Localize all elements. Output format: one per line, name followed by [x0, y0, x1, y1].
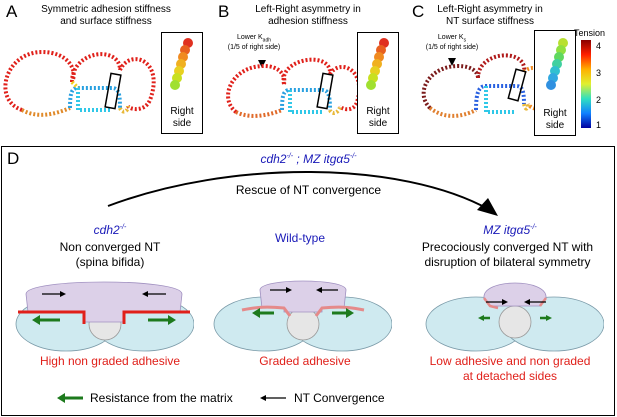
top-genotype-2-sup: -/-	[349, 153, 357, 160]
panel-c-inset-label-line2: side	[545, 120, 565, 131]
panel-a-title-line2: and surface stiffness	[60, 16, 152, 27]
panel-a-letter: A	[6, 2, 18, 21]
panel-d-frame	[1, 146, 615, 416]
panel-b-note: Lower Kadh (1/5 of right side)	[220, 34, 288, 52]
panel-a-inset-label: Right side	[162, 106, 202, 130]
panel-c-title: Left-Right asymmetry in NT surface stiff…	[420, 4, 560, 28]
panel-a-inset: Right side	[161, 32, 203, 134]
panel-b-title-line1: Left-Right asymmetry in	[255, 4, 361, 15]
panel-c-note-text: Lower K	[437, 34, 464, 41]
left-caption: High non graded adhesive	[39, 354, 181, 368]
left-description: Non converged NT (spina bifida)	[30, 240, 190, 270]
colorbar-tick-4: 4	[596, 41, 602, 51]
right-green-right-icon	[546, 315, 552, 321]
colorbar-tick-2: 2	[596, 95, 602, 105]
right-genotype-text: MZ itgα5	[483, 223, 531, 237]
rescue-arrowhead-icon	[477, 198, 498, 216]
left-embryo-schematic	[15, 281, 194, 352]
right-description: Precociously converged NT with disruptio…	[400, 240, 615, 270]
rescue-arrow	[107, 171, 498, 216]
panel-b-letter: B	[218, 2, 230, 21]
panel-a-inset-label-line2: side	[172, 118, 192, 129]
legend-green-label: Resistance from the matrix	[90, 391, 233, 405]
panel-c-inset: Right side	[534, 30, 576, 136]
panel-b-title: Left-Right asymmetry in adhesion stiffne…	[238, 4, 378, 28]
panel-c-inset-label: Right side	[535, 108, 575, 132]
mid-arrow-left-icon	[316, 287, 322, 293]
legend-black-arrow-icon	[260, 395, 286, 401]
middle-embryo-schematic	[213, 280, 392, 352]
panel-c-title-line2: NT surface stiffness	[446, 16, 534, 27]
left-genotype-sup: -/-	[119, 224, 127, 231]
right-description-line2: disruption of bilateral symmetry	[424, 255, 591, 269]
panel-b-tissue-model	[226, 57, 361, 118]
left-genotype: cdh2-/-	[40, 223, 180, 237]
mid-arrow-right-icon	[286, 287, 292, 293]
top-genotype-1: cdh2	[260, 152, 287, 166]
panel-c-arrowhead-icon	[448, 58, 456, 66]
panel-a-title-line1: Symmetric adhesion stiffness	[41, 4, 171, 15]
panel-c-note-line2: (1/5 of right side)	[425, 44, 479, 52]
panel-c-inset-label-line1: Right	[543, 108, 567, 119]
right-description-line1: Precociously converged NT with	[421, 240, 594, 254]
panel-b-inset: Right side	[357, 32, 399, 134]
panel-c-tissue-model	[421, 53, 549, 118]
left-arrow-left-icon	[142, 291, 148, 297]
left-description-line1: Non converged NT	[59, 240, 161, 254]
right-green-left-icon	[478, 315, 484, 321]
right-genotype: MZ itgα5-/-	[440, 223, 580, 237]
panel-b-note-sub: adh	[262, 37, 272, 44]
legend-green-arrow-icon	[57, 393, 83, 403]
panel-b-inset-label: Right side	[358, 106, 398, 130]
left-green-arrow-icon	[32, 315, 40, 325]
right-arrow-right-icon	[502, 299, 508, 305]
panel-b-arrowhead-icon	[258, 60, 266, 68]
colorbar-tick-3: 3	[596, 68, 602, 78]
panel-a-inset-label-line1: Right	[170, 106, 194, 117]
panel-c-inset-cells	[546, 38, 568, 90]
colorbar-title: Tension	[574, 28, 606, 38]
left-description-line2: (spina bifida)	[75, 255, 145, 269]
panel-b-inset-label-line2: side	[368, 118, 388, 129]
top-genotype-sep: ;	[293, 152, 304, 166]
mid-green-left-icon	[252, 308, 260, 318]
rescue-label: Rescue of NT convergence	[235, 183, 382, 197]
right-green-arrow-icon	[168, 315, 176, 325]
panel-a-tissue-model	[3, 49, 156, 117]
panel-b-inset-cells	[366, 38, 389, 90]
right-caption-line2: at detached sides	[462, 369, 558, 383]
panel-d-letter: D	[7, 149, 20, 168]
panel-c-letter: C	[412, 2, 425, 21]
right-genotype-sup: -/-	[530, 224, 537, 231]
panel-a-title: Symmetric adhesion stiffness and surface…	[22, 4, 190, 28]
panel-c-title-line1: Left-Right asymmetry in	[437, 4, 543, 15]
left-arrow-right-icon	[60, 291, 66, 297]
top-genotype-2: MZ itgα5	[303, 152, 350, 166]
colorbar-tick-1: 1	[596, 120, 602, 130]
middle-caption: Graded adhesive	[259, 354, 351, 368]
panel-b-inset-label-line1: Right	[366, 106, 390, 117]
mid-green-right-icon	[346, 308, 354, 318]
panel-b-title-line2: adhesion stiffness	[268, 16, 348, 27]
right-arrow-left-icon	[524, 299, 530, 305]
panel-c-note: Lower Ks (1/5 of right side)	[418, 34, 486, 52]
right-caption: Low adhesive and non graded at detached …	[405, 354, 615, 384]
legend-black-label: NT Convergence	[294, 391, 385, 405]
middle-genotype: Wild-type	[274, 231, 325, 245]
top-genotype-1-sup: -/-	[286, 153, 294, 160]
panel-b-note-text: Lower K	[236, 34, 263, 41]
top-genotype-label: cdh2-/- ; MZ itgα5-/-	[0, 152, 617, 166]
right-caption-line1: Low adhesive and non graded	[429, 354, 591, 368]
panel-a-inset-cells	[170, 38, 193, 90]
left-genotype-text: cdh2	[93, 223, 120, 237]
panel-c-note-sub: s	[463, 37, 467, 44]
right-embryo-schematic	[425, 282, 604, 352]
panel-b-note-line2: (1/5 of right side)	[227, 44, 281, 52]
colorbar-gradient	[581, 40, 591, 128]
